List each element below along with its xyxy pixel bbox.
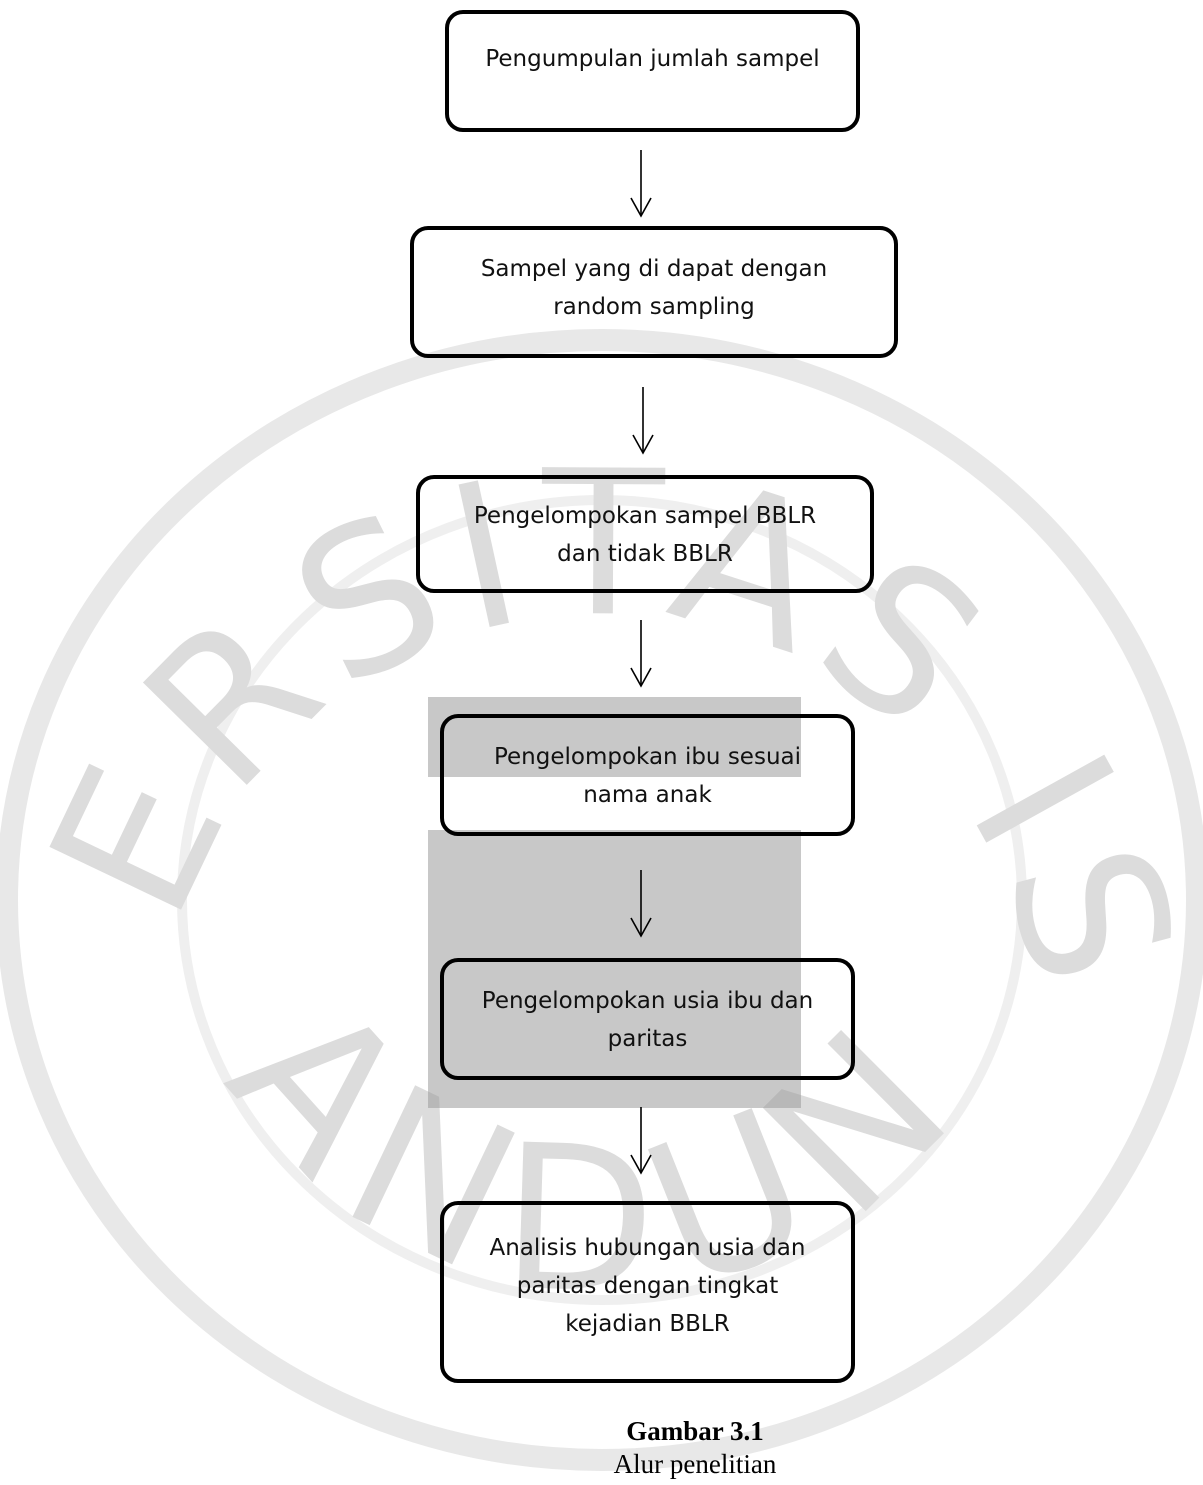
step-2-line-1: Sampel yang di dapat dengan bbox=[480, 256, 828, 282]
svg-text:BANDUNG: BANDUNG bbox=[0, 0, 983, 1340]
figure-title: Alur penelitian bbox=[613, 1449, 777, 1479]
step-4-line-2: nama anak bbox=[583, 782, 712, 808]
watermark-panel-top bbox=[428, 697, 801, 777]
flow-step-2: Sampel yang di dapat dengan random sampl… bbox=[410, 226, 898, 358]
flow-arrow-3 bbox=[629, 620, 653, 688]
flow-step-4: Pengelompokan ibu sesuai nama anak bbox=[440, 714, 855, 836]
step-3-line-1: Pengelompokan sampel BBLR bbox=[473, 503, 817, 529]
step-3-line-2: dan tidak BBLR bbox=[557, 541, 733, 567]
flow-arrow-4 bbox=[629, 870, 653, 938]
figure-number: Gambar 3.1 bbox=[626, 1416, 764, 1446]
figure-caption: Gambar 3.1 Alur penelitian bbox=[500, 1414, 890, 1480]
step-4-line-1: Pengelompokan ibu sesuai bbox=[493, 744, 802, 770]
step-5-line-2: paritas bbox=[607, 1026, 688, 1052]
step-5-line-1: Pengelompokan usia ibu dan bbox=[481, 988, 814, 1014]
step-1-line-1: Pengumpulan jumlah sampel bbox=[485, 46, 820, 72]
flow-arrow-2 bbox=[631, 387, 655, 455]
flow-step-1: Pengumpulan jumlah sampel bbox=[445, 10, 860, 132]
step-6-line-2: paritas dengan tingkat bbox=[516, 1273, 779, 1299]
step-2-line-2: random sampling bbox=[553, 294, 755, 320]
flow-step-3: Pengelompokan sampel BBLR dan tidak BBLR bbox=[416, 475, 874, 593]
watermark-panel-main bbox=[428, 830, 801, 1108]
step-6-line-3: kejadian BBLR bbox=[565, 1311, 730, 1337]
flow-arrow-1 bbox=[629, 150, 653, 218]
step-6-line-1: Analisis hubungan usia dan bbox=[489, 1235, 806, 1261]
flow-step-5: Pengelompokan usia ibu dan paritas bbox=[440, 958, 855, 1080]
watermark-bottom-text: BANDUNG bbox=[0, 0, 983, 1340]
flow-arrow-5 bbox=[629, 1107, 653, 1175]
flow-step-6: Analisis hubungan usia dan paritas denga… bbox=[440, 1201, 855, 1383]
